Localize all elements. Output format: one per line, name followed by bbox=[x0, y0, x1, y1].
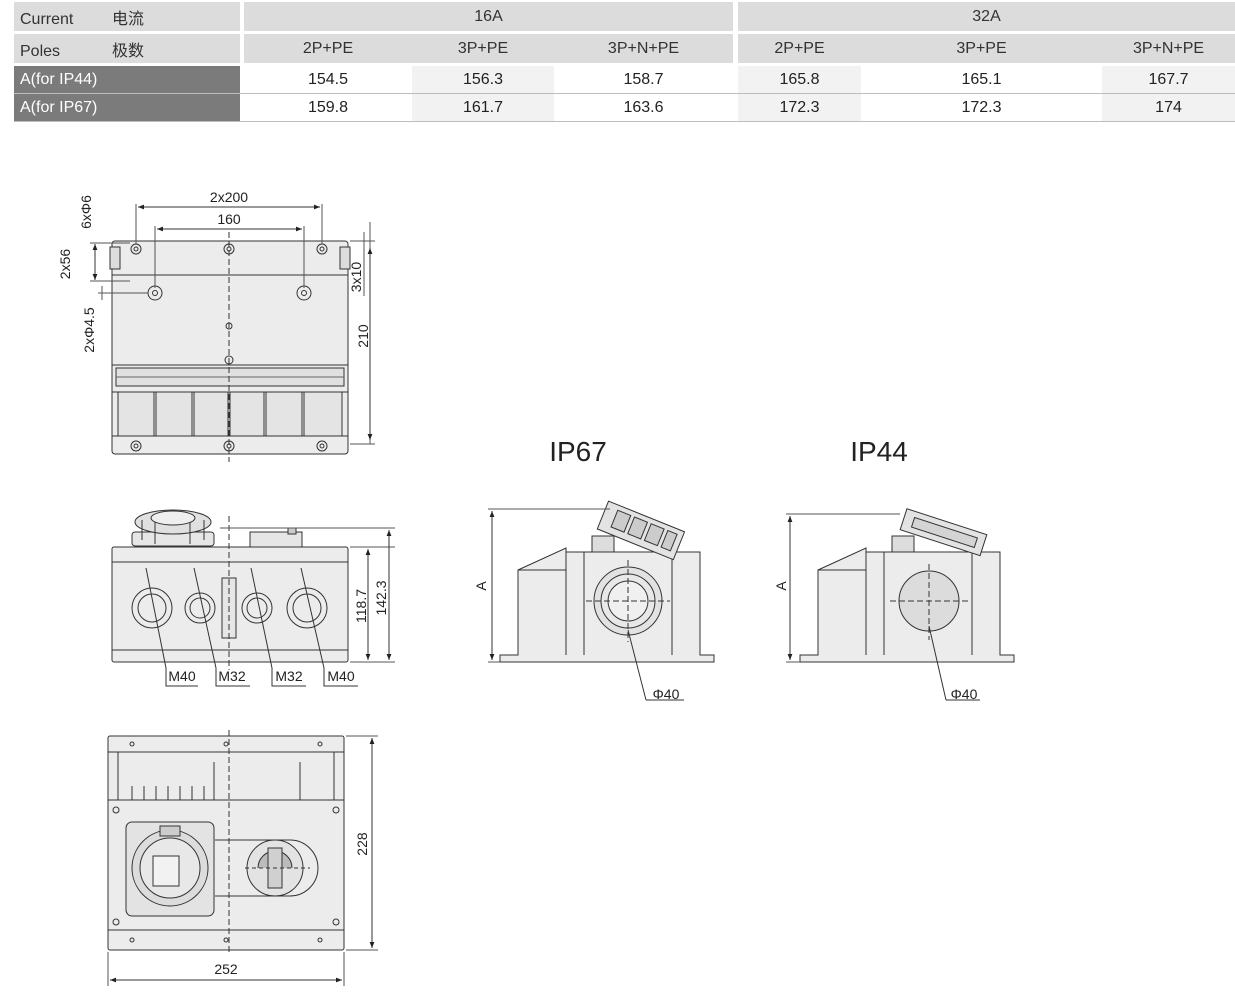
poles-label-cn: 极数 bbox=[112, 42, 145, 60]
dim-228: 228 bbox=[354, 832, 370, 856]
dim-6xphi6: 6xΦ6 bbox=[78, 195, 94, 229]
table-cell: 163.6 bbox=[554, 94, 734, 122]
group-32a: 32A bbox=[738, 2, 1235, 34]
side-view-drawing bbox=[111, 509, 395, 687]
pole-type: 2P+PE bbox=[244, 34, 412, 66]
pole-type: 3P+PE bbox=[412, 34, 554, 66]
table-cell: 167.7 bbox=[1102, 66, 1235, 94]
gland-label: M32 bbox=[218, 668, 245, 684]
pole-type: 3P+N+PE bbox=[554, 34, 734, 66]
dim-142-3: 142.3 bbox=[373, 580, 389, 615]
dim-252: 252 bbox=[214, 961, 238, 977]
ip67-title: IP67 bbox=[549, 436, 607, 467]
dim-210: 210 bbox=[355, 324, 371, 348]
poles-label-en: Poles bbox=[20, 42, 61, 60]
dim-3x10: 3x10 bbox=[348, 262, 364, 293]
poles-label-cell: Poles 极数 bbox=[14, 34, 240, 66]
table-row-ip67: A(for IP67) 159.8 161.7 163.6 172.3 172.… bbox=[14, 94, 1235, 122]
gland-label: M40 bbox=[327, 668, 354, 684]
header-row-current: Current 电流 16A 32A bbox=[14, 2, 1235, 34]
spec-table: Current 电流 16A 32A Poles 极数 2P+PE 3P+PE 3P… bbox=[14, 2, 1235, 122]
table-cell: 172.3 bbox=[738, 94, 862, 122]
ip67-dim-a: A bbox=[473, 581, 489, 591]
ip44-dim-a: A bbox=[773, 581, 789, 591]
ip44-drawing bbox=[786, 508, 1015, 701]
table-cell: 172.3 bbox=[861, 94, 1103, 122]
dim-160: 160 bbox=[217, 211, 241, 227]
dim-2x200: 2x200 bbox=[210, 189, 248, 205]
group-16a: 16A bbox=[244, 2, 734, 34]
ip44-title: IP44 bbox=[850, 436, 908, 467]
dim-2x56: 2x56 bbox=[57, 249, 73, 280]
gland-label: M32 bbox=[275, 668, 302, 684]
dim-2xphi45: 2xΦ4.5 bbox=[81, 307, 97, 353]
ip67-drawing bbox=[488, 500, 715, 701]
pole-type: 2P+PE bbox=[738, 34, 862, 66]
table-cell: 158.7 bbox=[554, 66, 734, 94]
table-cell: 165.1 bbox=[861, 66, 1103, 94]
top-view-drawing bbox=[90, 204, 375, 462]
table-cell: 174 bbox=[1102, 94, 1235, 122]
table-cell: 165.8 bbox=[738, 66, 862, 94]
front-view-drawing bbox=[107, 730, 378, 986]
gland-label: M40 bbox=[168, 668, 195, 684]
table-cell: 161.7 bbox=[412, 94, 554, 122]
pole-type: 3P+PE bbox=[861, 34, 1103, 66]
dim-118-7: 118.7 bbox=[353, 589, 369, 623]
current-label-cell: Current 电流 bbox=[14, 2, 240, 34]
current-label-en: Current bbox=[20, 10, 74, 28]
current-label-cn: 电流 bbox=[112, 10, 145, 28]
table-cell: 156.3 bbox=[412, 66, 554, 94]
ip67-dim-phi40: Φ40 bbox=[653, 686, 680, 702]
row-label: A(for IP67) bbox=[14, 94, 240, 122]
table-cell: 159.8 bbox=[244, 94, 412, 122]
row-label: A(for IP44) bbox=[14, 66, 240, 94]
pole-type: 3P+N+PE bbox=[1102, 34, 1235, 66]
table-cell: 154.5 bbox=[244, 66, 412, 94]
ip44-dim-phi40: Φ40 bbox=[951, 686, 978, 702]
table-row-ip44: A(for IP44) 154.5 156.3 158.7 165.8 165.… bbox=[14, 66, 1235, 94]
